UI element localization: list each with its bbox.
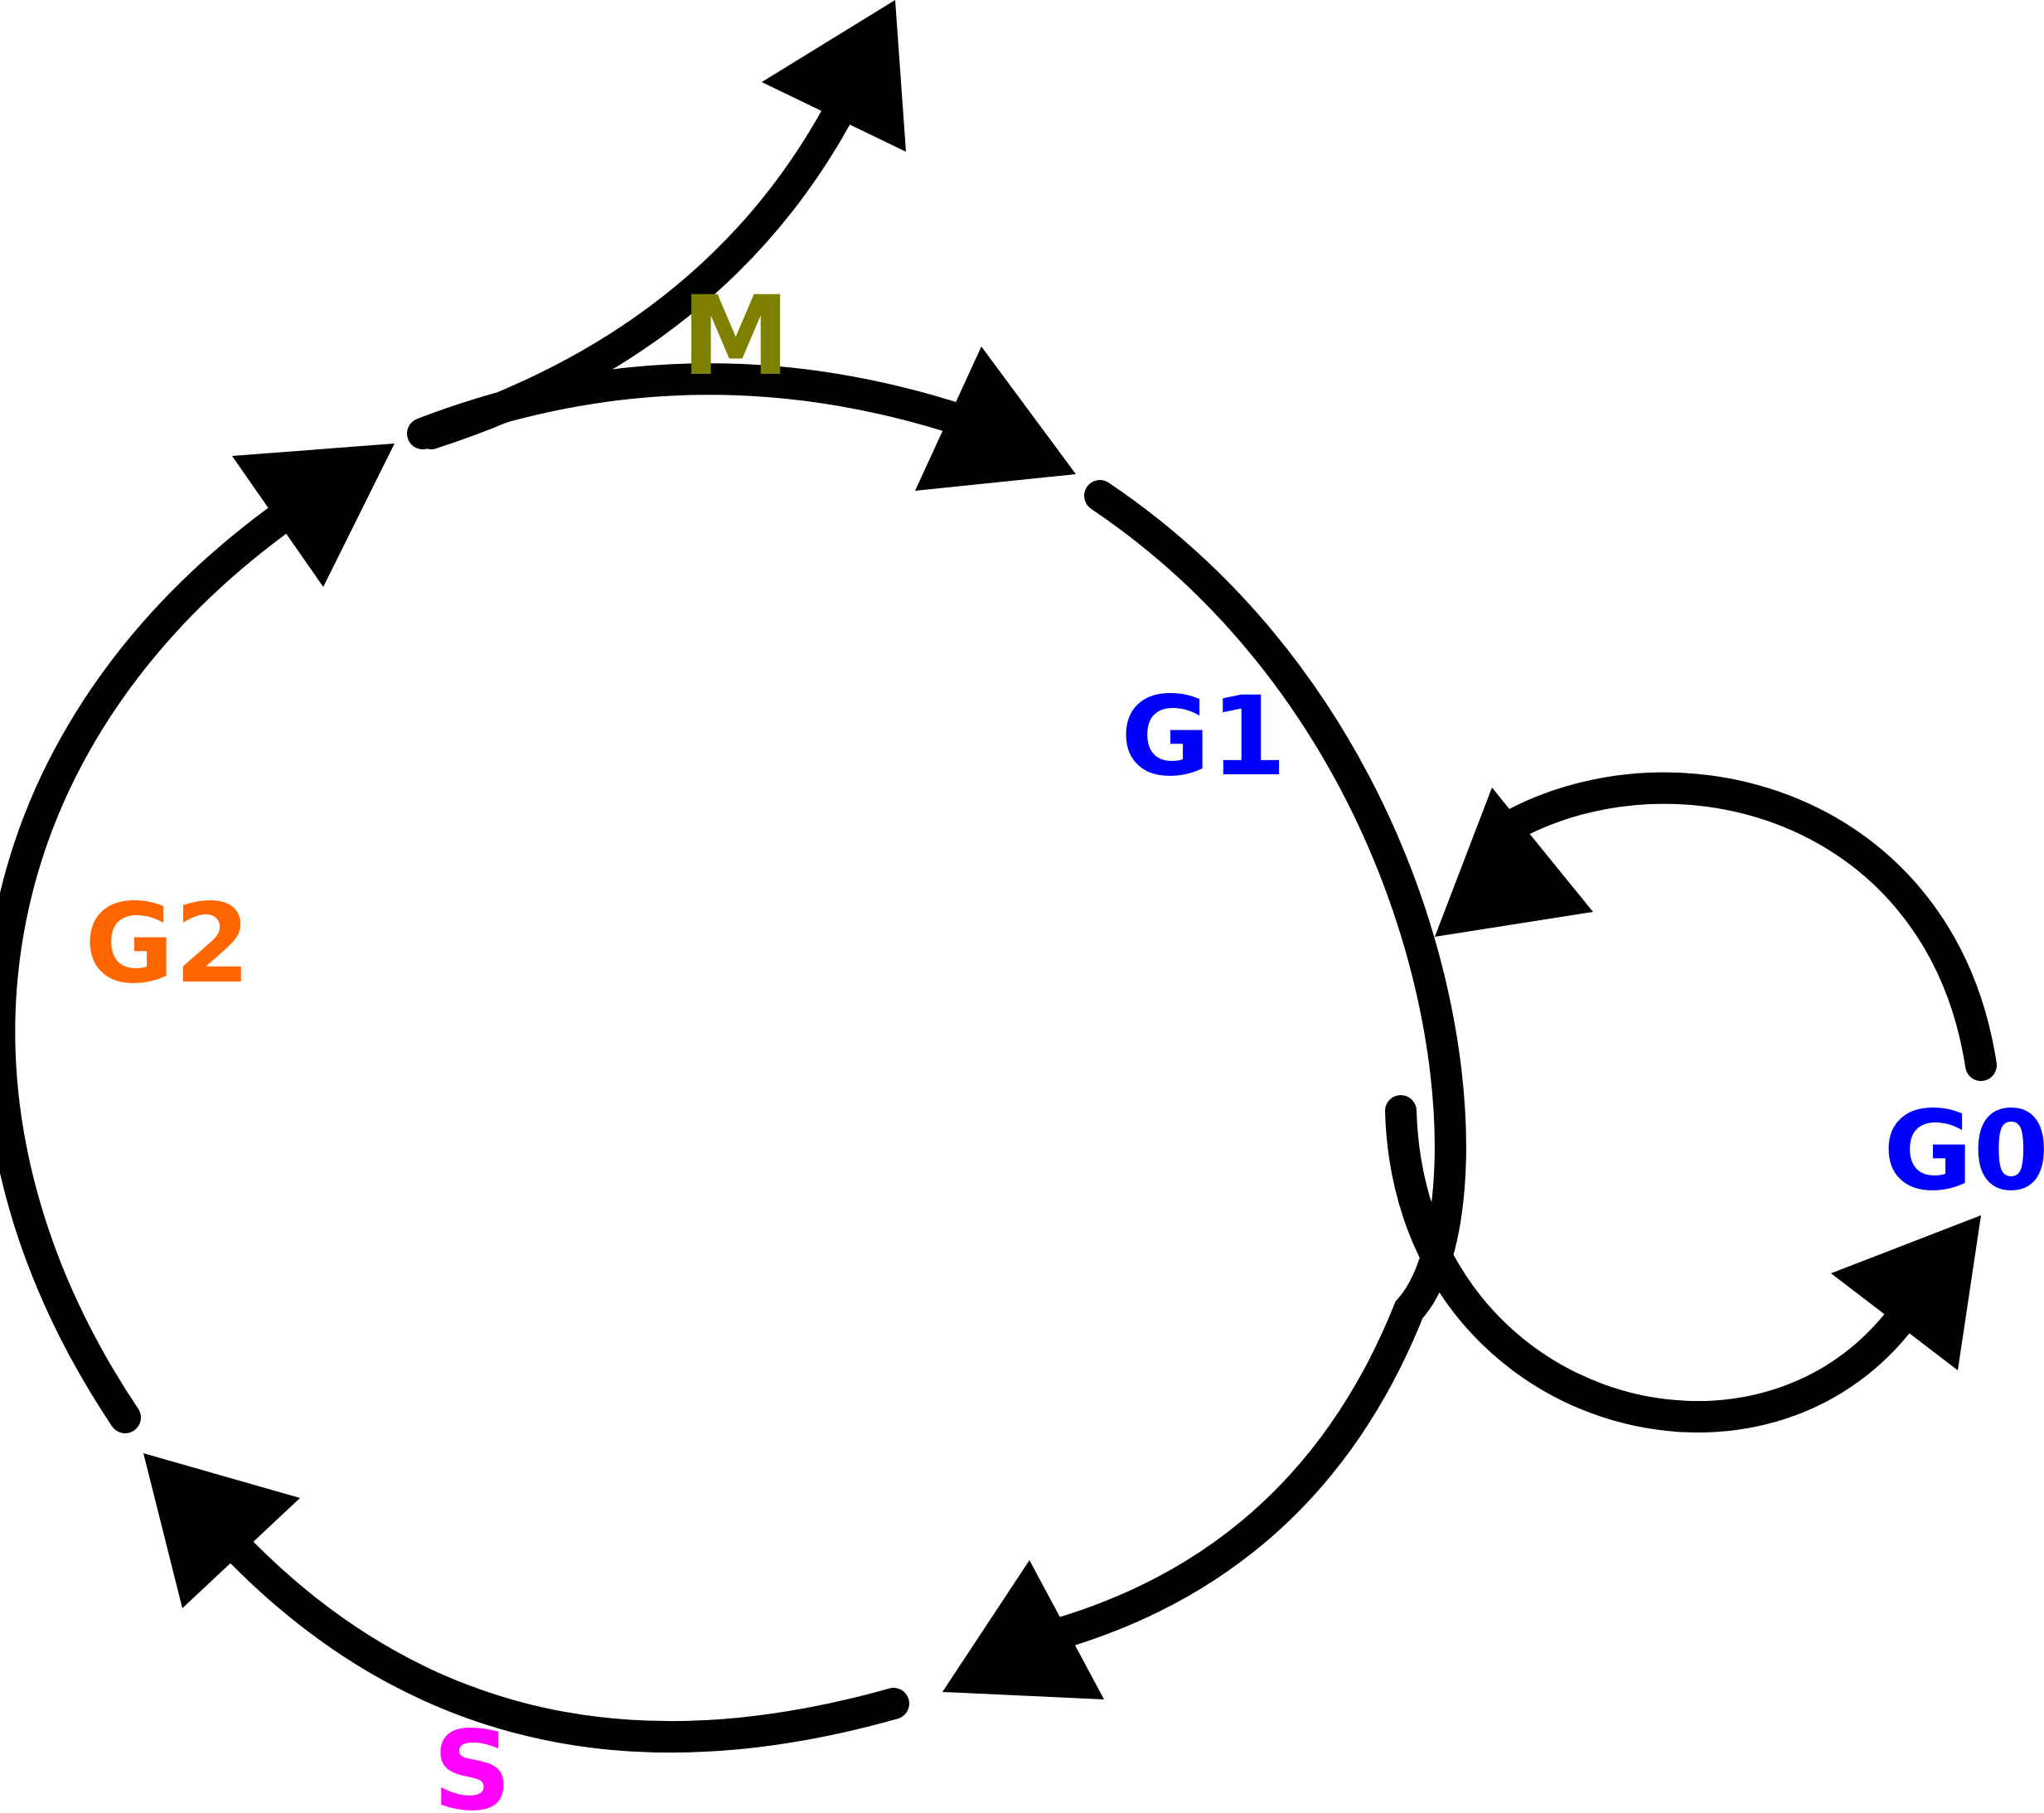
phase-label-s: S — [433, 1708, 511, 1813]
phase-label-g0: G0 — [1883, 1088, 2044, 1215]
arrow-g2-to-m — [0, 444, 395, 1433]
phase-label-m: M — [681, 273, 790, 400]
arrow-s-to-g2 — [143, 1453, 909, 1753]
arrow-m-exit — [415, 0, 906, 449]
phase-label-g2: G2 — [85, 880, 250, 1008]
phase-label-g1: G1 — [1121, 673, 1286, 801]
arrow-g1-to-g0 — [1385, 1095, 1981, 1432]
arrow-g0-to-g1 — [1435, 772, 1997, 1081]
